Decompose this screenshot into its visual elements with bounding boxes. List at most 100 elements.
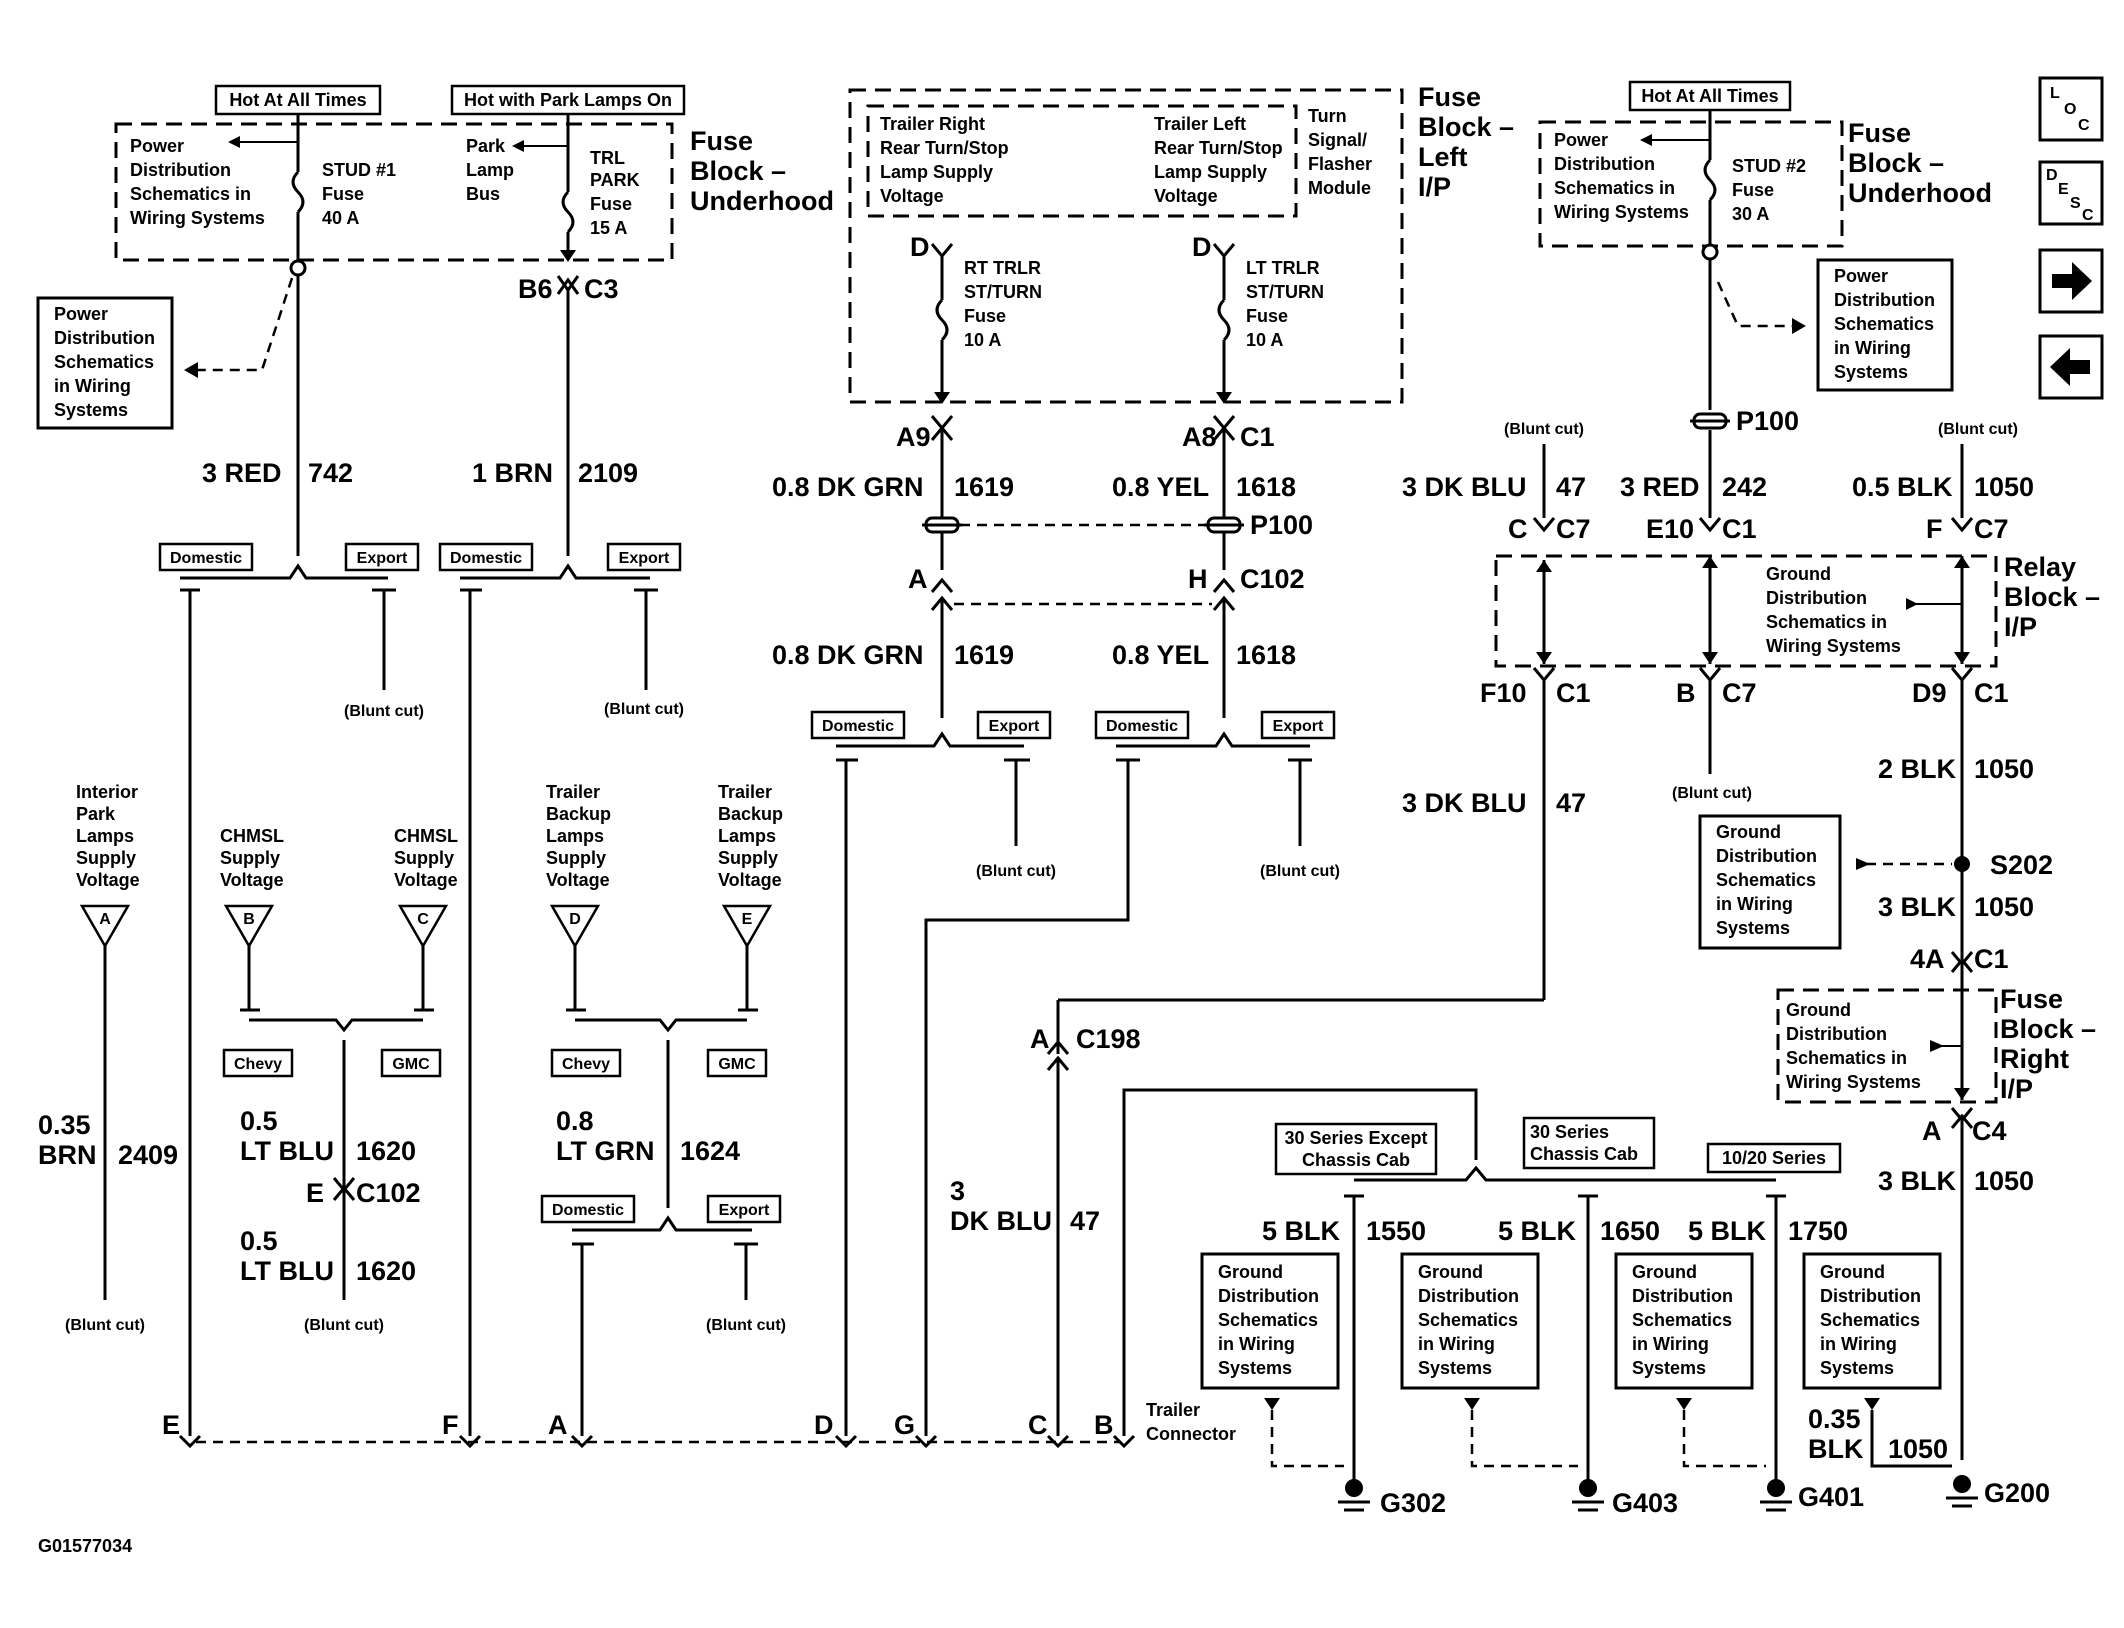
- loc-l: L: [2050, 85, 2060, 102]
- gds-b-5: Systems: [1418, 1358, 1492, 1378]
- right-ip-4: I/P: [2000, 1074, 2033, 1104]
- tsfm-1: Turn: [1308, 106, 1347, 126]
- yel1618-circuit-1: 1618: [1236, 472, 1296, 502]
- underhood-label-2: Block –: [690, 156, 786, 186]
- blunt-cut-c: (Blunt cut): [976, 863, 1056, 880]
- underhood-r-2: Block –: [1848, 148, 1944, 178]
- underhood-dashed-box: [114, 122, 674, 262]
- hot-park-lamps-label: Hot with Park Lamps On: [464, 90, 672, 110]
- domestic-export-row-center: Domestic Export (Blunt cut) Domestic Exp…: [810, 710, 1340, 1436]
- desc-button[interactable]: D E S C: [2038, 160, 2104, 226]
- export-5: Export: [719, 1202, 770, 1219]
- blunt-cut-g: (Blunt cut): [706, 1317, 786, 1334]
- pds-r5-4: in Wiring: [1834, 338, 1911, 358]
- brn2109-color: 1 BRN: [472, 458, 553, 488]
- tr-left-2: Rear Turn/Stop: [1154, 138, 1283, 158]
- gds-b-1: Ground: [1418, 1262, 1483, 1282]
- blk1550-circuit: 1550: [1366, 1216, 1426, 1246]
- next-arrow-button[interactable]: [2038, 248, 2104, 314]
- pds-left-1: Power: [54, 304, 108, 324]
- underhood-r-1: Fuse: [1848, 118, 1911, 148]
- right-ip-3: Right: [2000, 1044, 2069, 1074]
- g200-label: G200: [1984, 1478, 2050, 1508]
- desc-d: D: [2046, 167, 2058, 184]
- lt-fuse-3: Fuse: [1246, 306, 1288, 326]
- underhood-label-3: Underhood: [690, 186, 834, 216]
- tb-d-2: Backup: [546, 804, 611, 824]
- blunt-cut-a: (Blunt cut): [344, 703, 424, 720]
- gds-relay-1: Ground: [1766, 564, 1831, 584]
- pin-c-chmsl: C: [417, 911, 429, 928]
- tsfm-3: Flasher: [1308, 154, 1372, 174]
- gds-s202-2: Distribution: [1716, 846, 1817, 866]
- desc-e: E: [2058, 181, 2069, 198]
- brn2409-1: 0.35: [38, 1110, 91, 1140]
- desc-c: C: [2082, 207, 2094, 224]
- conn-h: H: [1188, 564, 1208, 594]
- tr-right-4: Voltage: [880, 186, 944, 206]
- rt-fuse-2: ST/TURN: [964, 282, 1042, 302]
- export-2: Export: [619, 550, 670, 567]
- blk1050-3-circuit: 1050: [1974, 892, 2034, 922]
- blk1050-05-circuit: 1050: [1974, 472, 2034, 502]
- conn-p100-center: P100: [1250, 510, 1313, 540]
- pds-note-1: Power: [130, 136, 184, 156]
- g302-label: G302: [1380, 1488, 1446, 1518]
- dkblu-c198-2: DK BLU: [950, 1206, 1052, 1236]
- ltgrn-2: LT GRN: [556, 1136, 654, 1166]
- chmsl-b-2: Supply: [220, 848, 280, 868]
- gds-a-2: Distribution: [1218, 1286, 1319, 1306]
- blk1050-05-color: 0.5 BLK: [1852, 472, 1953, 502]
- tr-left-4: Voltage: [1154, 186, 1218, 206]
- conn-c7-a: C7: [1556, 514, 1591, 544]
- ground-g403: G403: [1572, 1479, 1678, 1518]
- blunt-cut-47: (Blunt cut): [1504, 421, 1584, 438]
- gds-c-2: Distribution: [1632, 1286, 1733, 1306]
- gds-d-4: in Wiring: [1820, 1334, 1897, 1354]
- rt-fuse-1: RT TRLR: [964, 258, 1041, 278]
- pin-e-tb: E: [742, 911, 753, 928]
- series30cab-1: 30 Series: [1530, 1122, 1609, 1142]
- pds-left-4: in Wiring: [54, 376, 131, 396]
- relay-label-3: I/P: [2004, 612, 2037, 642]
- domestic-1: Domestic: [170, 550, 242, 567]
- prev-arrow-button[interactable]: [2038, 334, 2104, 400]
- conn-f10: F10: [1480, 678, 1527, 708]
- park-bus-1: Park: [466, 136, 506, 156]
- stud2-3: 30 A: [1732, 204, 1769, 224]
- rt-fuse-3: Fuse: [964, 306, 1006, 326]
- gds-relay-4: Wiring Systems: [1766, 636, 1901, 656]
- red742-color: 3 RED: [202, 458, 282, 488]
- pds-note-4: Wiring Systems: [130, 208, 265, 228]
- pin-d: D: [814, 1410, 834, 1440]
- gds-rip-4: Wiring Systems: [1786, 1072, 1921, 1092]
- conn-c1-a8: C1: [1240, 422, 1275, 452]
- gds-b-2: Distribution: [1418, 1286, 1519, 1306]
- trailer-connector-2: Connector: [1146, 1424, 1236, 1444]
- stud1-fuse-3: 40 A: [322, 208, 359, 228]
- gds-s202-5: Systems: [1716, 918, 1790, 938]
- conn-d9: D9: [1912, 678, 1947, 708]
- trlpark-fuse-2: PARK: [590, 170, 640, 190]
- tr-right-1: Trailer Right: [880, 114, 985, 134]
- tb-e-5: Voltage: [718, 870, 782, 890]
- dkgrn1619-color-1: 0.8 DK GRN: [772, 472, 924, 502]
- arrow-right-icon: [2052, 262, 2092, 300]
- conn-c1-f10: C1: [1556, 678, 1591, 708]
- series30cab-2: Chassis Cab: [1530, 1144, 1638, 1164]
- dkblu47-circuit-2: 47: [1556, 788, 1586, 818]
- blk1650-circuit: 1650: [1600, 1216, 1660, 1246]
- left-ip-fuse-block: Trailer Right Rear Turn/Stop Lamp Supply…: [848, 82, 1514, 404]
- relay-block-box: [1494, 554, 1998, 668]
- lt-fuse-2: ST/TURN: [1246, 282, 1324, 302]
- blk1550-color: 5 BLK: [1262, 1216, 1341, 1246]
- blk1050-3b-color: 3 BLK: [1878, 1166, 1957, 1196]
- conn-c102-left: C102: [356, 1178, 421, 1208]
- loc-button[interactable]: L O C: [2038, 76, 2104, 142]
- tr-left-3: Lamp Supply: [1154, 162, 1267, 182]
- int-park-2: Park: [76, 804, 116, 824]
- gds-rip-1: Ground: [1786, 1000, 1851, 1020]
- red242-color: 3 RED: [1620, 472, 1700, 502]
- ground-g200: G200: [1946, 1475, 2050, 1508]
